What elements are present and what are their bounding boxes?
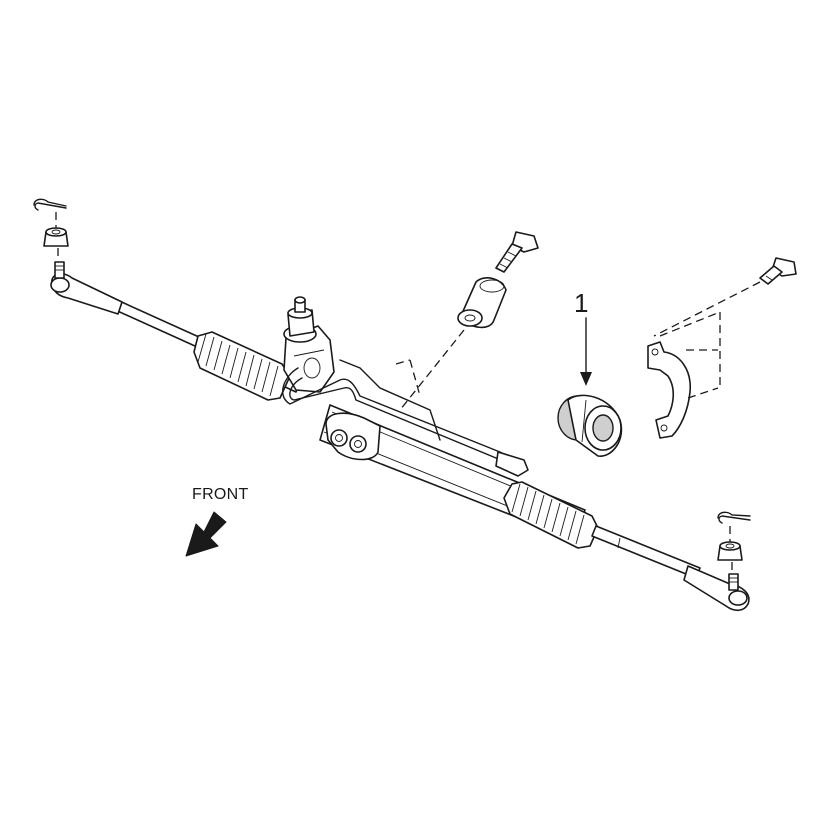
right-boot <box>503 481 599 549</box>
right-castle-nut <box>717 541 743 561</box>
bracket-bolt <box>759 257 797 285</box>
right-rod-ring <box>617 537 621 549</box>
bolt-guide-line-1 <box>399 329 465 411</box>
valve-body <box>283 296 335 393</box>
right-cotter-pin <box>717 511 751 524</box>
mount-bushing-sleeve <box>457 277 507 329</box>
clamp-bracket <box>647 341 691 439</box>
mount-bolt <box>495 231 539 273</box>
bolt-guide-line-2 <box>409 359 421 397</box>
hydraulic-lines <box>281 359 529 477</box>
callout-1-arrowhead <box>580 372 592 386</box>
left-cotter-pin <box>33 198 67 211</box>
left-castle-nut <box>43 227 69 247</box>
bracket-guide-line-5 <box>687 387 719 399</box>
bolt-guide-line-3 <box>395 359 411 365</box>
right-tie-rod-end <box>683 565 750 612</box>
front-arrow-icon <box>185 511 227 557</box>
housing-mount-bushing <box>325 412 381 461</box>
left-boot <box>193 331 291 401</box>
front-direction-label: FRONT <box>192 486 249 503</box>
right-inner-tie-rod <box>591 525 701 579</box>
insulator-item-1 <box>557 394 623 457</box>
bracket-guide-line-1 <box>653 281 761 337</box>
callout-number: 1 <box>574 288 589 318</box>
left-tie-rod-end <box>50 261 123 315</box>
bracket-guide-line-2 <box>659 311 721 337</box>
